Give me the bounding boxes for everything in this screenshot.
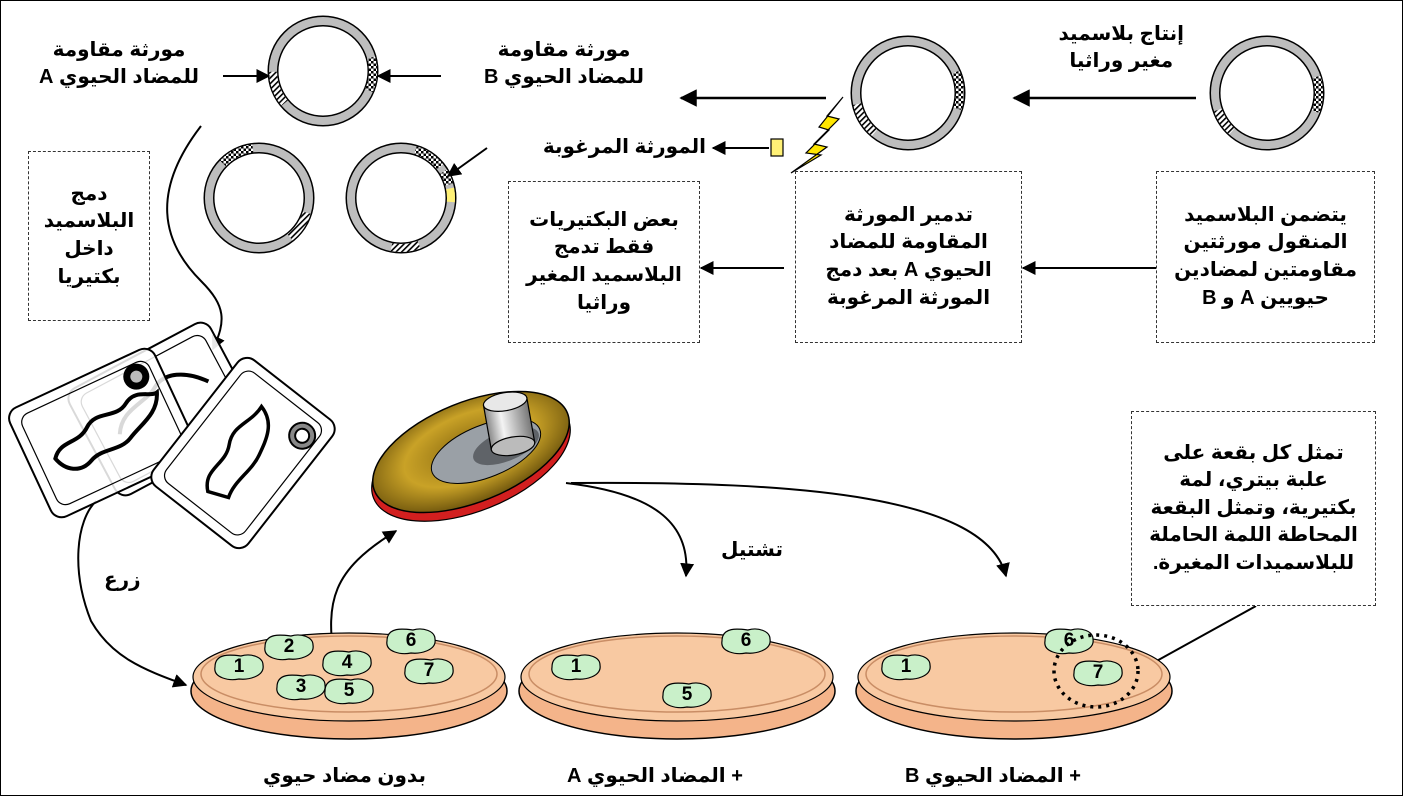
colony-plate1-7 (404, 658, 454, 685)
colony-plate3-7 (1073, 660, 1123, 687)
label-spreading: تشتيل (721, 539, 784, 561)
plasmid-original (1209, 35, 1325, 151)
colony-plate3-1 (881, 654, 931, 681)
colony-plate1-3 (276, 674, 326, 701)
colony-plate2-6 (721, 628, 771, 655)
replicator-tool (371, 390, 571, 522)
colony-number: 7 (1092, 662, 1104, 683)
dish-3 (855, 632, 1173, 740)
colony-number: 4 (341, 652, 353, 673)
colony-plate1-6 (386, 628, 436, 655)
desired-gene-fragment (770, 138, 784, 157)
plasmid-cut (850, 35, 966, 151)
colony-number: 1 (570, 656, 582, 677)
bacteria-slides (8, 321, 336, 550)
colony-number: 3 (295, 676, 307, 697)
colony-number: 1 (900, 656, 912, 677)
colony-number: 7 (423, 660, 435, 681)
label-plus-a: + المضاد الحيوي A (567, 765, 743, 787)
colony-number: 2 (283, 636, 295, 657)
colony-plate2-5 (662, 682, 712, 709)
colony-plate3-6 (1044, 628, 1094, 655)
colony-number: 5 (681, 684, 693, 705)
plasmid-recombinant (345, 142, 457, 254)
colony-number: 6 (1063, 630, 1075, 651)
colony-number: 1 (233, 656, 245, 677)
colony-plate1-5 (324, 678, 374, 705)
label-sowing: زرع (104, 569, 141, 591)
label-desired-gene: المورثة المرغوبة (542, 136, 706, 158)
colony-plate1-1 (214, 654, 264, 681)
colony-plate2-1 (551, 654, 601, 681)
plasmid-labelled (267, 15, 379, 127)
colony-number: 6 (740, 630, 752, 651)
colony-plate1-2 (264, 634, 314, 661)
colony-plate1-4 (322, 650, 372, 677)
highlight-circle (1052, 633, 1140, 709)
colonies (214, 628, 1123, 709)
label-plus-b: + المضاد الحيوي B (905, 765, 1081, 787)
top-arrows (77, 69, 1257, 688)
colony-number: 5 (343, 680, 355, 701)
lightning-icon (790, 96, 844, 174)
plasmid-variant-left (203, 142, 315, 254)
colony-number: 6 (405, 630, 417, 651)
label-no-antibiotic: بدون مضاد حيوي (263, 765, 426, 787)
